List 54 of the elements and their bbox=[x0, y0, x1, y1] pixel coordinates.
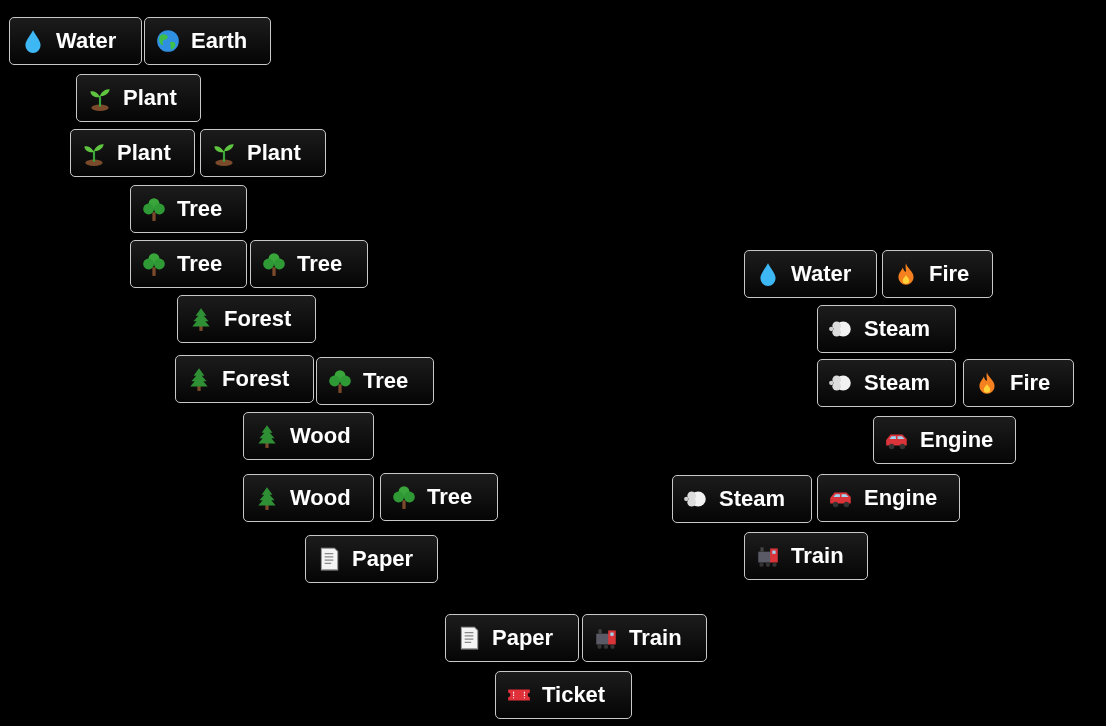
element-tile bbox=[495, 671, 632, 719]
element-tile bbox=[175, 355, 314, 403]
tile-label: Paper bbox=[492, 625, 554, 651]
tile-label: Plant bbox=[123, 85, 177, 111]
tile-label: Water bbox=[791, 261, 852, 287]
element-tile bbox=[582, 614, 707, 662]
element-tile bbox=[76, 74, 201, 122]
element-tile bbox=[963, 359, 1074, 407]
tile-label: Wood bbox=[290, 423, 351, 449]
element-tile bbox=[817, 359, 956, 407]
tile-label: Tree bbox=[363, 368, 409, 394]
tile-label: Forest bbox=[222, 366, 290, 392]
tile-label: Steam bbox=[864, 316, 931, 342]
element-tile bbox=[200, 129, 326, 177]
tile-label: Ticket bbox=[542, 682, 606, 708]
tile-label: Tree bbox=[177, 196, 223, 222]
tile-label: Train bbox=[791, 543, 844, 569]
element-tile bbox=[243, 474, 374, 522]
tile-label: Tree bbox=[427, 484, 473, 510]
element-tile bbox=[817, 305, 956, 353]
element-tile bbox=[70, 129, 195, 177]
tile-label: Steam bbox=[719, 486, 786, 512]
tile-label: Fire bbox=[929, 261, 970, 287]
tile-label: Engine bbox=[920, 427, 994, 453]
element-tile bbox=[316, 357, 434, 405]
tile-label: Tree bbox=[297, 251, 343, 277]
tile-label: Paper bbox=[352, 546, 414, 572]
tile-label: Wood bbox=[290, 485, 351, 511]
element-tile bbox=[882, 250, 993, 298]
element-tile bbox=[305, 535, 438, 583]
element-tile bbox=[130, 185, 247, 233]
element-tile bbox=[144, 17, 271, 65]
tile-label: Plant bbox=[117, 140, 171, 166]
tile-label: Earth bbox=[191, 28, 248, 54]
tile-label: Train bbox=[629, 625, 682, 651]
tile-label: Plant bbox=[247, 140, 301, 166]
element-tile bbox=[873, 416, 1016, 464]
element-tile bbox=[243, 412, 374, 460]
tile-label: Fire bbox=[1010, 370, 1051, 396]
element-tile bbox=[672, 475, 812, 523]
element-tile bbox=[250, 240, 368, 288]
element-tile bbox=[130, 240, 247, 288]
element-tile bbox=[744, 250, 877, 298]
element-tile bbox=[445, 614, 579, 662]
tile-label: Forest bbox=[224, 306, 292, 332]
element-tile bbox=[177, 295, 316, 343]
tile-label: Steam bbox=[864, 370, 931, 396]
element-tile bbox=[817, 474, 960, 522]
element-tile bbox=[380, 473, 498, 521]
element-tile bbox=[9, 17, 142, 65]
tile-label: Water bbox=[56, 28, 117, 54]
tile-label: Tree bbox=[177, 251, 223, 277]
element-tile bbox=[744, 532, 868, 580]
tile-label: Engine bbox=[864, 485, 938, 511]
